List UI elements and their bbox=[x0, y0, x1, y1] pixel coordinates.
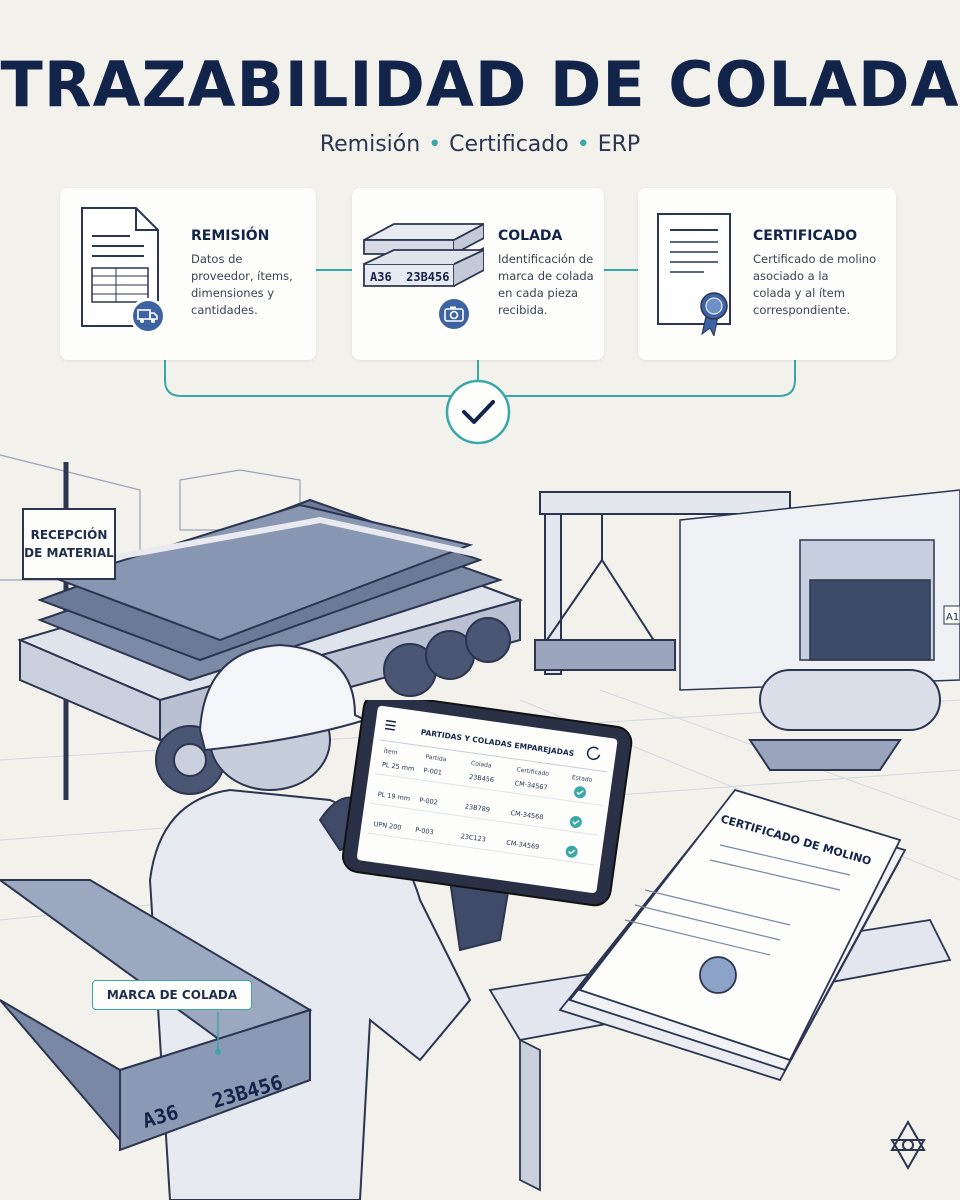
card-connectors bbox=[164, 269, 796, 445]
heat-mark-label: MARCA DE COLADA bbox=[92, 980, 252, 1010]
card-title: COLADA bbox=[498, 228, 563, 244]
camera-badge bbox=[436, 296, 472, 332]
table-cell: UPN 200 bbox=[373, 820, 402, 832]
hard-hat-icon bbox=[198, 643, 368, 752]
status-check-mark bbox=[576, 790, 584, 796]
subtitle-separator: • bbox=[428, 132, 442, 157]
table-header-cell: Certificado bbox=[516, 766, 550, 778]
table-cell: 23C123 bbox=[460, 832, 486, 843]
sign-line: RECEPCIÓN bbox=[30, 528, 108, 542]
card-description-line: colada y al ítem bbox=[753, 286, 845, 300]
card-colada: A36 23B456 COLADA Identificación de marc… bbox=[352, 188, 604, 360]
card-remision: REMISIÓN Datos de proveedor, ítems, dime… bbox=[60, 188, 316, 360]
status-check-icon bbox=[574, 786, 587, 799]
steel-plates-icon bbox=[363, 222, 484, 287]
seal-icon bbox=[701, 315, 719, 336]
truck-icon bbox=[137, 309, 158, 323]
brand-logo-icon bbox=[890, 1119, 926, 1171]
table-header-cell: Ítem bbox=[383, 748, 398, 757]
card-description-line: cantidades. bbox=[191, 303, 258, 317]
card-description-line: asociado a la bbox=[753, 269, 829, 283]
card-description-line: Identificación de bbox=[498, 252, 594, 266]
card-certificado: CERTIFICADO Certificado de molino asocia… bbox=[638, 188, 896, 360]
menu-icon bbox=[384, 719, 397, 731]
card-description-line: marca de colada bbox=[498, 269, 594, 283]
card-description-line: Datos de bbox=[191, 252, 243, 266]
status-check-mark bbox=[568, 849, 576, 855]
card-description-line: dimensiones y bbox=[191, 286, 275, 300]
card-description: Certificado de molino asociado a la cola… bbox=[753, 251, 876, 319]
subtitle-separator: • bbox=[576, 132, 590, 157]
status-check-icon bbox=[565, 845, 578, 858]
bay-label: A1 bbox=[946, 612, 959, 623]
seal-icon bbox=[699, 956, 737, 994]
subtitle-item-erp: ERP bbox=[597, 132, 641, 157]
card-description: Identificación de marca de colada en cad… bbox=[498, 251, 594, 319]
status-check-mark bbox=[572, 819, 580, 825]
card-description: Datos de proveedor, ítems, dimensiones y… bbox=[191, 251, 293, 319]
sign-line: DE MATERIAL bbox=[24, 546, 114, 560]
receiving-sign: RECEPCIÓN DE MATERIAL bbox=[22, 508, 116, 580]
table-cell: P-001 bbox=[423, 766, 442, 777]
card-description-line: proveedor, ítems, bbox=[191, 269, 293, 283]
certificate-stack bbox=[488, 788, 952, 1192]
table-header-cell: Estado bbox=[572, 774, 594, 784]
certificate-icon bbox=[657, 213, 731, 336]
check-icon bbox=[462, 400, 495, 424]
page-title: TRAZABILIDAD DE COLADA bbox=[0, 48, 960, 121]
card-description-line: correspondiente. bbox=[753, 303, 851, 317]
table-cell: 23B456 bbox=[469, 773, 495, 784]
heat-mark-text: A36 23B456 bbox=[370, 270, 450, 284]
subtitle-item-remision: Remisión bbox=[319, 132, 421, 157]
table-header-cell: Partida bbox=[425, 753, 447, 763]
page-subtitle: Remisión • Certificado • ERP bbox=[0, 132, 960, 157]
pressure-tank bbox=[748, 669, 941, 771]
card-description-line: Certificado de molino bbox=[753, 252, 877, 266]
camera-icon bbox=[444, 306, 464, 322]
refresh-icon bbox=[586, 746, 601, 761]
truck-badge bbox=[130, 298, 166, 334]
tablet: PARTIDAS Y COLADAS EMPAREJADASÍtemPartid… bbox=[341, 700, 633, 907]
card-title: REMISIÓN bbox=[191, 228, 270, 244]
status-check-icon bbox=[569, 816, 582, 829]
card-title: CERTIFICADO bbox=[753, 228, 858, 244]
card-description-line: recibida. bbox=[498, 303, 548, 317]
subtitle-item-certificado: Certificado bbox=[449, 132, 569, 157]
check-circle-icon bbox=[445, 379, 511, 445]
table-cell: 23B789 bbox=[464, 802, 490, 813]
table-cell: P-002 bbox=[419, 796, 438, 807]
table-header-cell: Colada bbox=[471, 760, 493, 770]
table-cell: P-003 bbox=[415, 826, 434, 837]
card-description-line: en cada pieza bbox=[498, 286, 579, 300]
document-icon bbox=[81, 207, 159, 327]
